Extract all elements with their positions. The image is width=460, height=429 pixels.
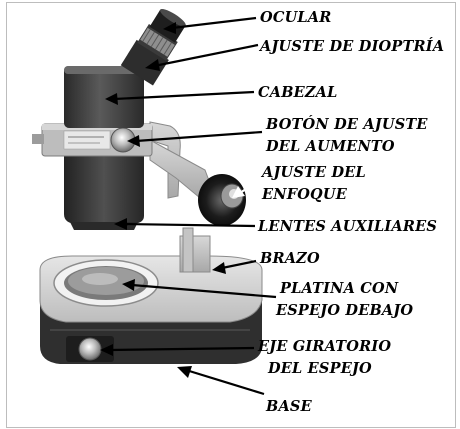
arrow-focus	[232, 177, 263, 198]
arrow-platina	[122, 279, 277, 299]
label-boton-ajuste-line2: DEL AUMENTO	[265, 138, 395, 155]
focus-knob	[198, 174, 246, 226]
arrow-zoom	[127, 130, 263, 147]
label-lentes-auxiliares: LENTES AUXILIARES	[257, 218, 437, 235]
label-boton-ajuste-line1: BOTÓN DE AJUSTE	[265, 115, 428, 133]
stage-plate	[53, 259, 159, 307]
label-ajuste-enfoque-line2: ENFOQUE	[261, 186, 348, 203]
leader-arrows	[100, 16, 277, 396]
label-eje-line2: DEL ESPEJO	[267, 360, 372, 377]
label-ocular: OCULAR	[260, 9, 332, 26]
objective-block	[64, 156, 144, 230]
part-labels: OCULAR AJUSTE DE DIOPTRÍA CABEZAL BOTÓN …	[257, 9, 444, 415]
microscope-arm	[149, 121, 215, 273]
arrow-lentes	[114, 218, 256, 230]
label-eje-line1: EJE GIRATORIO	[257, 338, 391, 355]
label-base: BASE	[265, 398, 313, 415]
mirror-axis-knob	[66, 336, 114, 362]
label-platina-line1: PLATINA CON	[279, 280, 399, 297]
label-ajuste-dioptria: AJUSTE DE DIOPTRÍA	[258, 37, 444, 55]
label-brazo: BRAZO	[259, 250, 320, 267]
label-platina-line2: ESPEJO DEBAJO	[275, 302, 413, 319]
arrow-base	[177, 366, 265, 396]
arrow-brazo	[212, 259, 257, 274]
arrow-eje	[100, 344, 255, 356]
label-cabezal: CABEZAL	[258, 84, 338, 101]
arrow-ocular	[163, 16, 257, 34]
arrow-cabezal	[105, 90, 255, 105]
arrow-dioptria	[145, 43, 259, 71]
label-ajuste-enfoque-line1: AJUSTE DEL	[260, 164, 366, 181]
microscope-head	[64, 66, 144, 128]
eyepiece	[120, 9, 186, 86]
